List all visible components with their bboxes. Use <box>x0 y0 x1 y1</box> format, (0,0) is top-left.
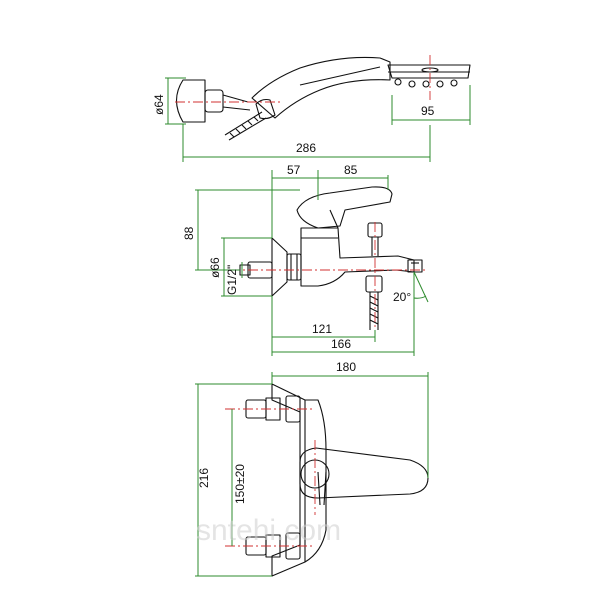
dim-length-166: 166 <box>331 337 351 351</box>
watermark: sntehi.com <box>196 514 341 547</box>
holder-nut <box>204 89 224 113</box>
dim-shower-total-length: 286 <box>296 141 316 155</box>
hose <box>224 111 267 141</box>
angle-arc <box>413 271 429 304</box>
shower-handle <box>251 56 391 119</box>
front-lever <box>299 447 429 499</box>
dim-height-216: 216 <box>197 468 211 488</box>
dim-width-180: 180 <box>336 360 356 374</box>
dim-thread: G1/2" <box>225 265 239 295</box>
spout-aerator <box>407 259 423 273</box>
dim-inlet-diameter: ø66 <box>208 257 222 278</box>
mixer-lever <box>296 186 393 229</box>
dim-shower-head-width: 95 <box>421 104 435 118</box>
dim-center-distance: 150±20 <box>233 464 247 504</box>
dim-width-85: 85 <box>344 163 358 177</box>
mixer-front-view: 216 150±20 180 <box>195 360 429 577</box>
mixer-side-view: 57 85 88 ø66 G1/2" 20° 121 166 <box>182 163 429 356</box>
dim-height-88: 88 <box>182 226 196 240</box>
front-body <box>271 383 327 577</box>
shower-head <box>387 64 471 79</box>
dim-angle: 20° <box>393 290 411 304</box>
dim-width-57: 57 <box>287 163 301 177</box>
wall-flange <box>271 237 288 297</box>
mixer-body <box>300 227 415 287</box>
dim-length-121: 121 <box>312 322 332 336</box>
wall-holder <box>175 79 206 123</box>
dim-shower-head-diameter: ø64 <box>152 94 166 115</box>
eccentric-nut <box>286 253 302 281</box>
shower-outlet <box>365 275 383 293</box>
hand-shower-view: ø64 95 286 <box>152 55 471 162</box>
